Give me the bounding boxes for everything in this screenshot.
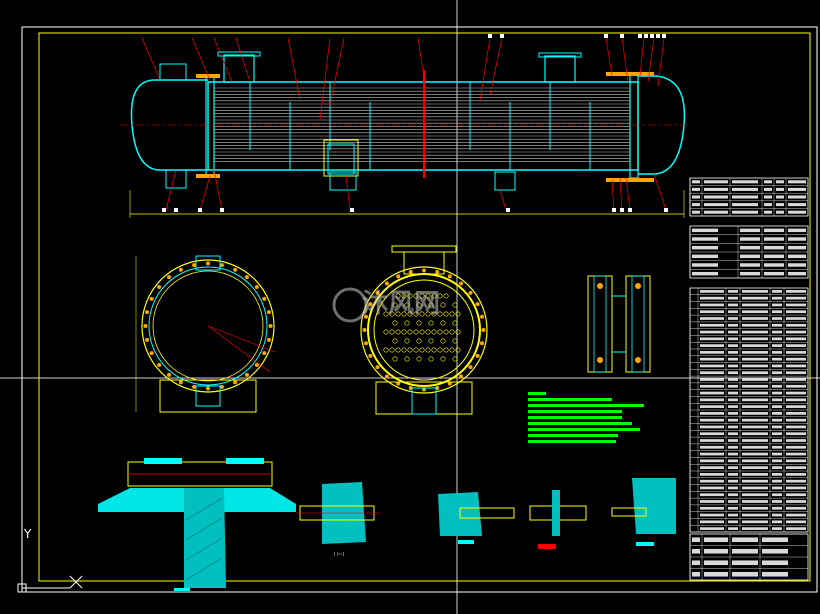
watermark-text: 沐风网 [362,289,440,319]
parts-tables [689,177,809,581]
watermark-logo [332,287,368,323]
part-markers [162,34,668,212]
detail-flange-joint [98,458,296,591]
side-detail-view [587,275,651,373]
baffles [249,82,591,170]
ucs-axis-icon [17,540,83,593]
section-label: I I~I [334,552,344,558]
detail-tube-weld: I I~I [296,482,380,558]
tube-holes [383,293,461,362]
detail-nozzle-a [438,492,515,544]
leader-lines [141,37,667,211]
section-view-tubesheet [360,245,488,415]
tube-bundle [214,87,630,162]
detail-nozzle-b [529,490,587,549]
end-view-left [135,255,276,413]
technical-notes [528,392,644,443]
flange-bolts [143,261,273,391]
detail-nozzle-c [611,478,676,546]
outer-border [21,26,818,593]
ucs-y-label: Y [23,527,32,541]
main-elevation-view [120,34,690,218]
flange-bolts [362,268,486,392]
inner-frame [38,32,811,582]
